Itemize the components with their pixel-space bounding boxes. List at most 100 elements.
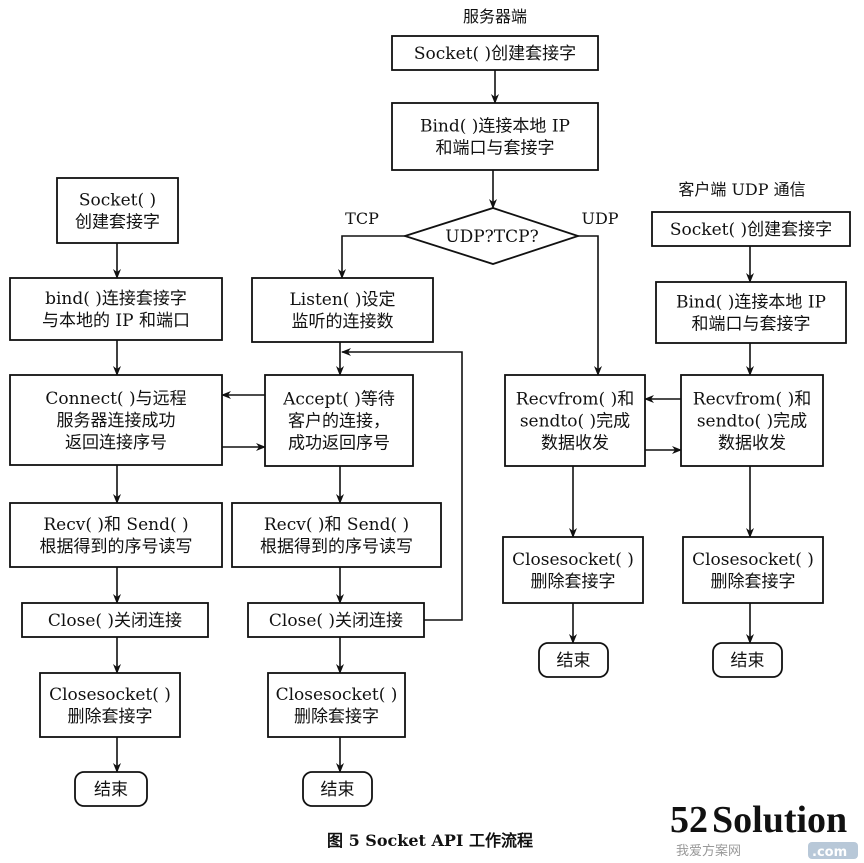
node-box	[504, 374, 646, 467]
node-c-end: 结束	[712, 642, 783, 678]
node-box	[655, 281, 847, 344]
node-box	[712, 642, 783, 678]
node-text-line: 删除套接字	[68, 707, 153, 727]
node-text-line: sendto( )完成	[520, 412, 630, 432]
node-text-line: Bind( )连接本地 IP	[420, 117, 570, 137]
node-m-recv: Recv( )和 Send( )根据得到的序号读写	[231, 502, 442, 568]
node-box	[251, 277, 434, 343]
node-l-closesocket: Closesocket( )删除套接字	[39, 672, 181, 738]
tcp-label: TCP	[345, 209, 379, 228]
watermark-domain: .com	[812, 845, 847, 860]
node-l-end: 结束	[74, 771, 148, 807]
watermark: 52 Solution 我爱方案网 .com	[670, 799, 858, 860]
node-text-line: 和端口与套接字	[436, 139, 555, 159]
figure-caption: 图 5 Socket API 工作流程	[327, 831, 533, 850]
node-text-line: 创建套接字	[75, 213, 160, 233]
node-c-closesocket: Closesocket( )删除套接字	[682, 536, 824, 604]
node-text-line: bind( )连接套接字	[45, 289, 187, 309]
node-text-line: Recvfrom( )和	[693, 390, 811, 410]
node-box	[391, 35, 599, 71]
flow-arrow	[338, 235, 405, 279]
node-box	[247, 602, 425, 638]
node-box	[56, 177, 179, 244]
node-box	[74, 771, 148, 807]
node-text-line: 返回连接序号	[65, 433, 167, 453]
node-text-line: 删除套接字	[531, 572, 616, 592]
node-box	[502, 536, 644, 604]
client-udp-title: 客户端 UDP 通信	[678, 180, 805, 199]
node-text-line: Closesocket( )	[49, 685, 171, 705]
node-text-line: 服务器连接成功	[57, 411, 176, 431]
watermark-brand: Solution	[712, 799, 847, 841]
node-m-closesocket: Closesocket( )删除套接字	[267, 672, 406, 738]
node-box	[391, 102, 599, 171]
node-l-recv: Recv( )和 Send( )根据得到的序号读写	[9, 502, 223, 568]
node-box	[9, 374, 223, 466]
node-box	[302, 771, 373, 807]
node-text-line: 根据得到的序号读写	[40, 537, 193, 557]
node-u-end: 结束	[538, 642, 609, 678]
node-m-close: Close( )关闭连接	[247, 602, 425, 638]
node-text-line: Recv( )和 Send( )	[43, 515, 188, 535]
node-box	[231, 502, 442, 568]
node-text-line: 删除套接字	[711, 572, 796, 592]
node-box	[264, 374, 414, 467]
node-text-line: sendto( )完成	[697, 412, 807, 432]
node-text-line: Listen( )设定	[290, 290, 396, 310]
node-text-line: Socket( )创建套接字	[670, 220, 832, 240]
node-text-line: 数据收发	[718, 434, 786, 454]
node-text-line: Recvfrom( )和	[516, 390, 634, 410]
node-l-socket: Socket( )创建套接字	[56, 177, 179, 244]
node-text-line: Close( )关闭连接	[269, 611, 403, 631]
node-text-line: Socket( )	[79, 191, 156, 211]
node-s-socket: Socket( )创建套接字	[391, 35, 599, 71]
node-box	[9, 502, 223, 568]
node-box	[651, 211, 851, 247]
flow-arrow	[578, 235, 602, 376]
node-text-line: 成功返回序号	[288, 434, 390, 454]
node-text-line: 结束	[731, 651, 765, 671]
node-text-line: Socket( )创建套接字	[414, 44, 576, 64]
watermark-number: 52	[670, 799, 708, 841]
node-text-line: 根据得到的序号读写	[260, 537, 413, 557]
decision-text: UDP?TCP?	[445, 227, 538, 247]
node-text-line: Closesocket( )	[512, 550, 634, 570]
node-text-line: 客户的连接，	[288, 412, 390, 432]
node-text-line: 监听的连接数	[292, 312, 394, 332]
node-text-line: 和端口与套接字	[692, 315, 811, 335]
decision-diamond	[402, 207, 581, 265]
node-text-line: Recv( )和 Send( )	[264, 515, 409, 535]
node-box	[9, 277, 223, 341]
node-text-line: Closesocket( )	[692, 550, 814, 570]
node-box	[267, 672, 406, 738]
node-text-line: Accept( )等待	[282, 390, 395, 410]
node-box	[21, 602, 209, 638]
node-text-line: Connect( )与远程	[45, 389, 186, 409]
node-box	[682, 536, 824, 604]
node-text-line: 删除套接字	[294, 707, 379, 727]
node-m-end: 结束	[302, 771, 373, 807]
node-box	[39, 672, 181, 738]
node-c-socket: Socket( )创建套接字	[651, 211, 851, 247]
node-text-line: 结束	[557, 651, 591, 671]
node-text-line: 数据收发	[541, 434, 609, 454]
node-text-line: Close( )关闭连接	[48, 611, 182, 631]
udp-label: UDP	[581, 209, 618, 228]
server-title: 服务器端	[463, 7, 527, 26]
node-text-line: Bind( )连接本地 IP	[676, 293, 826, 313]
node-u-closesocket: Closesocket( )删除套接字	[502, 536, 644, 604]
node-box	[680, 374, 824, 467]
node-text-line: Closesocket( )	[276, 685, 398, 705]
node-text-line: 与本地的 IP 和端口	[42, 311, 190, 331]
node-text-line: 结束	[94, 780, 128, 800]
node-l-close: Close( )关闭连接	[21, 602, 209, 638]
